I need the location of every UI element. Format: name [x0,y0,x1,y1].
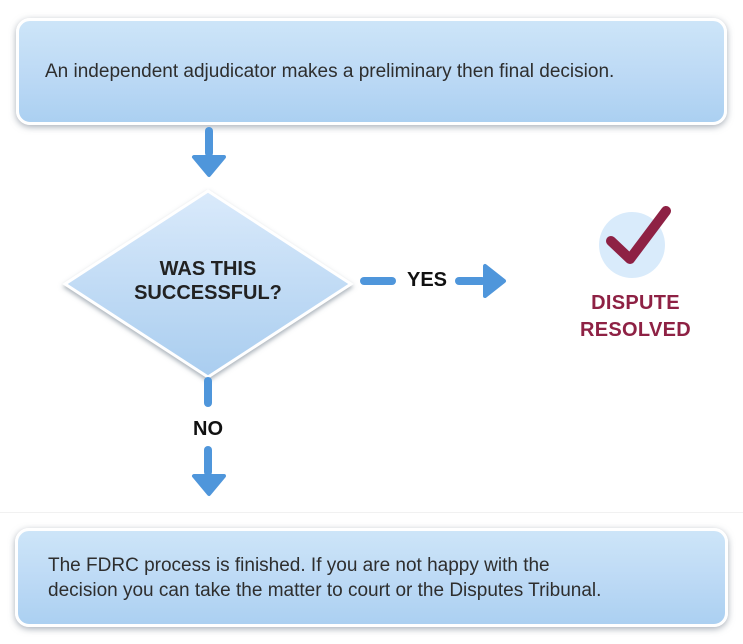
adjudicator-step-box: An independent adjudicator makes a preli… [16,18,727,125]
arrow-down-to-diamond-icon [192,127,226,177]
decision-question-line1: WAS THIS [159,258,257,280]
no-label: NO [193,418,223,440]
decision-question-line2: SUCCESSFUL? [134,282,282,304]
process-finished-line2: decision you can take the matter to cour… [48,579,602,601]
dispute-resolved-line1: DISPUTE [591,292,680,314]
process-finished-line1: The FDRC process is finished. If you are… [48,554,550,576]
yes-label: YES [406,269,448,291]
process-finished-box: The FDRC process is finished. If you are… [15,528,728,627]
adjudicator-step-text: An independent adjudicator makes a preli… [45,61,615,82]
decision-question: WAS THIS SUCCESSFUL? [98,257,318,305]
dispute-resolved-label: DISPUTE RESOLVED [558,290,713,344]
section-divider [0,512,743,513]
resolved-circle [599,212,665,278]
dispute-resolved-line2: RESOLVED [580,319,691,341]
process-finished-text: The FDRC process is finished. If you are… [48,553,601,603]
